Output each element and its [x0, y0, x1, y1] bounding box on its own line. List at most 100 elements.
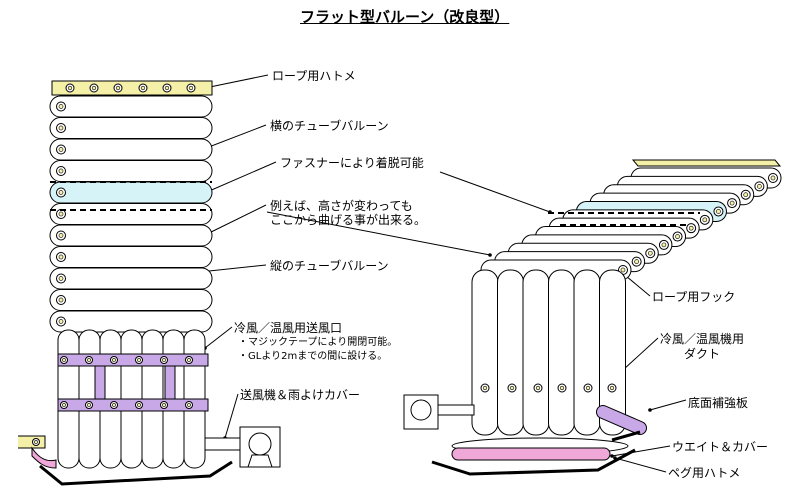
leader-dot — [610, 454, 614, 458]
grommet-hole — [58, 297, 64, 303]
air-inlet-strap — [94, 365, 106, 400]
grommet-hole — [67, 85, 73, 91]
grommet-hole — [58, 233, 64, 238]
label-bend-note-1: 例えば、高さが変わっても — [270, 199, 413, 213]
label-duct-1: 冷風／温風機用 — [660, 332, 745, 346]
grommet-hole — [137, 358, 141, 362]
grommet-hole — [58, 276, 64, 281]
vertical-tube — [573, 269, 601, 436]
horizontal-tube — [49, 267, 213, 290]
vertical-tube — [522, 269, 550, 436]
air-inlet-band — [57, 398, 209, 412]
page-title: フラット型バルーン（改良型） — [300, 8, 510, 26]
leader-line — [199, 161, 277, 196]
horizontal-tube — [49, 289, 213, 311]
grommet-hole — [609, 385, 615, 391]
grommet-hole — [58, 190, 64, 195]
grommet-hole — [112, 403, 116, 407]
horizontal-tube — [49, 224, 213, 247]
air-inlet-strap — [164, 365, 176, 400]
grommet-hole — [585, 385, 591, 391]
leader-line — [611, 445, 671, 457]
air-inlet-band — [57, 353, 209, 367]
grommet-hole — [770, 175, 776, 181]
horizontal-tube — [49, 117, 213, 139]
grommet-hole — [482, 385, 488, 391]
fastener-tube — [49, 181, 213, 204]
grommet-hole — [140, 85, 146, 91]
grommet-hole — [647, 250, 653, 256]
peg-grommet-band — [18, 435, 46, 449]
vertical-tube — [548, 269, 575, 436]
grommet-hole — [716, 209, 721, 214]
grommet-hole — [87, 403, 91, 407]
duct-body — [597, 406, 646, 434]
grommet-hole — [137, 403, 141, 407]
grommet-hole — [58, 125, 64, 131]
grommet-hole — [162, 358, 166, 362]
grommet-hole — [743, 192, 749, 198]
label-vertical-tube: 縦のチューブバルーン — [270, 259, 389, 273]
grommet-hole — [634, 259, 639, 264]
grommet-hole — [675, 234, 680, 239]
label-rope-grommet: ロープ用ハトメ — [272, 69, 356, 83]
grommet-hole — [91, 85, 97, 91]
label-weight-cover: ウエイト＆カバー — [672, 440, 769, 454]
leader-line — [224, 393, 239, 439]
label-air-note-2: ・GLより2mまでの間に設ける。 — [238, 351, 388, 362]
left-balloon-tower — [18, 80, 281, 486]
label-duct-2: ダクト — [684, 347, 721, 361]
grommet-hole — [62, 358, 66, 362]
grommet-hole — [58, 104, 64, 109]
grommet-hole — [702, 217, 708, 223]
label-blower-cover: 送風機＆雨よけカバー — [240, 388, 361, 402]
leader-dot — [648, 408, 652, 412]
weight-cover-band — [451, 447, 611, 461]
grommet-hole — [87, 358, 91, 362]
grommet-hole — [58, 319, 64, 324]
grommet-hole — [559, 385, 565, 391]
blower-duct — [204, 437, 244, 451]
label-peg-grommet: ペグ用ハトメ — [668, 466, 741, 480]
right-balloon-tower — [403, 159, 782, 476]
grommet-hole — [729, 200, 735, 206]
base-reinforcement-line — [39, 460, 233, 486]
grommet-hole — [661, 242, 667, 248]
leader-line — [204, 74, 269, 89]
grommet-hole — [620, 267, 626, 273]
grommet-hole — [58, 211, 64, 217]
grommet-hole — [62, 403, 66, 407]
vertical-tube — [599, 269, 626, 436]
horizontal-tube — [49, 246, 213, 268]
horizontal-tube — [49, 310, 213, 333]
grommet-hole — [115, 85, 121, 91]
horizontal-tube — [49, 95, 213, 118]
label-bend-note-2: ここから曲げる事が出来る。 — [270, 213, 427, 227]
horizontal-tube — [49, 160, 213, 182]
grommet-hole — [188, 85, 194, 91]
grommet-hole — [187, 403, 191, 407]
blower-duct — [437, 404, 475, 416]
horizontal-tube — [49, 203, 213, 225]
grommet-hole — [112, 358, 116, 362]
label-horizontal-tube: 横のチューブバルーン — [270, 119, 389, 133]
grommet-hole — [187, 358, 191, 362]
vertical-tube — [471, 269, 499, 436]
grommet-hole — [509, 385, 515, 391]
leader-line — [204, 326, 233, 349]
leader-dot — [488, 253, 492, 257]
grommet-hole — [34, 440, 38, 444]
grommet-hole — [162, 403, 166, 407]
base-reinforcement-line — [611, 430, 641, 442]
vertical-tube — [497, 269, 524, 436]
top-grommet-band — [631, 159, 782, 167]
blower-fan — [248, 432, 272, 456]
label-air-inlet: 冷風／温風用送風口 — [234, 321, 343, 335]
grommet-hole — [58, 147, 64, 152]
leader-line — [625, 275, 651, 297]
leader-line — [266, 211, 491, 256]
label-air-note-1: ・マジックテープにより開閉可能。 — [238, 337, 398, 348]
grommet-hole — [164, 85, 170, 91]
grommet-hole — [757, 184, 762, 189]
